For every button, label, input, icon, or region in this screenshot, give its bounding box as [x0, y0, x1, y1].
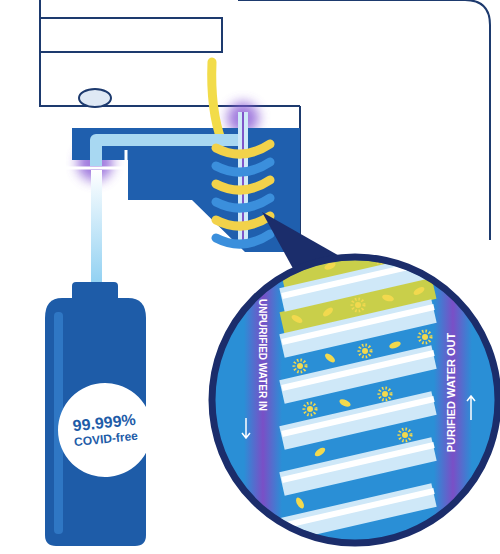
coil [216, 144, 270, 244]
tube-shine [282, 491, 434, 526]
virus-core [402, 432, 408, 438]
virus-core [355, 302, 361, 308]
tube [282, 495, 434, 530]
virus-core [307, 406, 313, 412]
virus [304, 403, 316, 415]
inner-housing [72, 128, 300, 252]
virus [379, 388, 391, 400]
display-slot [40, 18, 222, 52]
virus [419, 331, 431, 343]
flow-label: PURIFIED WATER OUT [446, 332, 457, 452]
coil-turn [216, 162, 270, 172]
virus [359, 345, 371, 357]
bacterium [381, 294, 394, 303]
flow-arrow [467, 396, 475, 420]
coil-turn [216, 180, 270, 190]
tube-shine [282, 307, 434, 342]
flow-arrows [242, 396, 475, 438]
coil-turn [216, 144, 270, 154]
tube-shine [282, 353, 434, 388]
virus [352, 299, 364, 311]
flow-arrow [242, 418, 250, 438]
bacterium [338, 398, 351, 409]
feed-tube [212, 62, 222, 142]
body-line [40, 0, 300, 106]
tubes [282, 261, 434, 530]
virus-core [422, 334, 428, 340]
bacterium [412, 285, 425, 296]
virus-core [362, 348, 368, 354]
bacterium [321, 306, 334, 318]
bacterium [388, 340, 401, 350]
bacterium [290, 313, 303, 324]
coil-turn [216, 234, 270, 244]
flow-label: UNPURIFIED WATER IN [257, 299, 267, 411]
bacterium [313, 446, 326, 458]
tube [282, 357, 434, 392]
water-stream [91, 170, 102, 286]
virus [294, 360, 306, 372]
virus-core [297, 363, 303, 369]
magnifier-rim [212, 257, 498, 543]
coil-turn [216, 198, 270, 208]
tube-shine [282, 445, 434, 480]
viruses [294, 251, 431, 441]
tube [282, 403, 434, 438]
germs [290, 261, 425, 510]
virus-core [382, 391, 388, 397]
button [79, 89, 111, 107]
tube-shine [282, 399, 434, 434]
coil-turn [216, 216, 270, 226]
bacterium [323, 352, 336, 364]
bacterium [294, 496, 305, 509]
virus [399, 429, 411, 441]
tube [282, 311, 434, 346]
tube [282, 449, 434, 484]
